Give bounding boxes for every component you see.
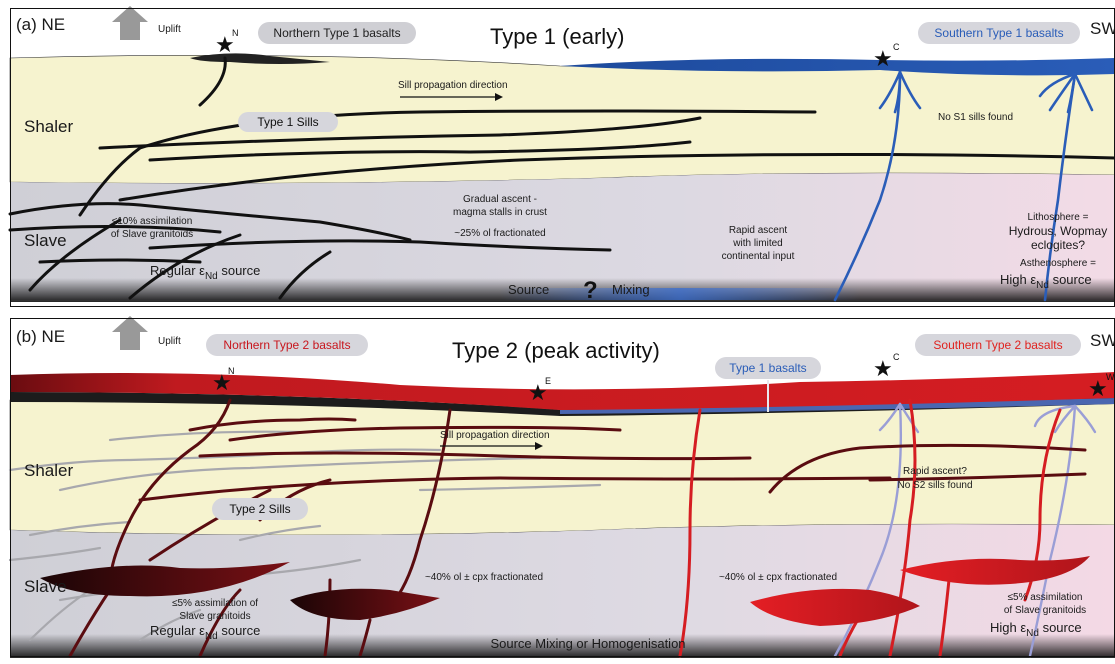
rapid-ascent-a-2: with limited <box>732 238 782 249</box>
source-mixing-b: Source Mixing or Homogenisation <box>490 636 685 651</box>
northern-basalts-text-a: Northern Type 1 basalts <box>273 26 400 40</box>
sills-label-b: Type 2 Sills <box>229 502 290 516</box>
gradual-ascent-1: Gradual ascent - <box>463 194 537 205</box>
panel-b-title: Type 2 (peak activity) <box>452 338 660 363</box>
star-c-label-b: C <box>893 352 900 362</box>
panel-b: ★ ★ ★ ★ (b) NE SW Uplift N E C W Type 2 … <box>10 316 1115 659</box>
rapid-ascent-a-1: Rapid ascent <box>729 225 788 236</box>
northern-basalts-text-b: Northern Type 2 basalts <box>223 338 350 352</box>
mixing-glow-a <box>500 288 860 300</box>
panel-b-label: (b) NE <box>16 327 65 346</box>
uplift-label-b: Uplift <box>158 336 181 347</box>
uplift-label-a: Uplift <box>158 24 181 35</box>
fractionation-b-2: ~40% ol ± cpx fractionated <box>719 572 837 583</box>
type1-basalts-text: Type 1 basalts <box>729 361 806 375</box>
sills-label-a: Type 1 Sills <box>257 115 318 129</box>
slave-label-b: Slave <box>24 577 67 596</box>
sill-direction-a: Sill propagation direction <box>398 80 508 91</box>
assimilation-a-2: of Slave granitoids <box>111 229 193 240</box>
lithosphere-2: Hydrous, Wopmay <box>1009 224 1107 238</box>
lithosphere-1: Lithosphere = <box>1028 212 1089 223</box>
gradual-ascent-2: magma stalls in crust <box>453 207 547 218</box>
no-s2-sills: No S2 sills found <box>897 480 972 491</box>
panel-a-title: Type 1 (early) <box>490 24 625 49</box>
source-question-mark: ? <box>583 277 598 304</box>
sill-direction-b: Sill propagation direction <box>440 430 550 441</box>
slave-label-a: Slave <box>24 231 67 250</box>
star-w-b: ★ <box>1088 376 1108 401</box>
rapid-ascent-b: Rapid ascent? <box>903 466 967 477</box>
star-w-label-b: W <box>1106 372 1115 382</box>
star-e-label-b: E <box>545 376 551 386</box>
panel-b-sw-label: SW <box>1090 331 1115 350</box>
southern-basalts-text-b: Southern Type 2 basalts <box>933 338 1062 352</box>
rapid-ascent-a-3: continental input <box>722 251 795 262</box>
no-s1-sills: No S1 sills found <box>938 112 1013 123</box>
southern-basalts-text-a: Southern Type 1 basalts <box>934 26 1063 40</box>
star-c-b: ★ <box>873 356 893 381</box>
panel-a-label: (a) NE <box>16 15 65 34</box>
shaler-label-a: Shaler <box>24 117 73 136</box>
star-n-label-b: N <box>228 366 235 376</box>
assimilation-n-1: ≤5% assimilation of <box>172 598 258 609</box>
assimilation-s-1: ≤5% assimilation <box>1008 592 1083 603</box>
star-c-a: ★ <box>873 46 893 71</box>
assimilation-s-2: of Slave granitoids <box>1004 605 1086 616</box>
shaler-label-b: Shaler <box>24 461 73 480</box>
source-mixing-a-2: Mixing <box>612 282 650 297</box>
star-n-label-a: N <box>232 28 239 38</box>
assimilation-a-1: ≤10% assimilation <box>112 216 193 227</box>
source-mixing-a-1: Source <box>508 282 549 297</box>
lithosphere-3: eclogites? <box>1031 238 1085 252</box>
panel-a: ★ ★ (a) NE SW Uplift N C Type 1 (early) … <box>10 6 1115 308</box>
star-c-label-a: C <box>893 42 900 52</box>
fractionation-b-1: ~40% ol ± cpx fractionated <box>425 572 543 583</box>
asthenosphere-label: Asthenosphere = <box>1020 258 1096 269</box>
assimilation-n-2: Slave granitoids <box>179 611 250 622</box>
panel-a-sw-label: SW <box>1090 19 1115 38</box>
fractionation-a: ~25% ol fractionated <box>454 228 545 239</box>
